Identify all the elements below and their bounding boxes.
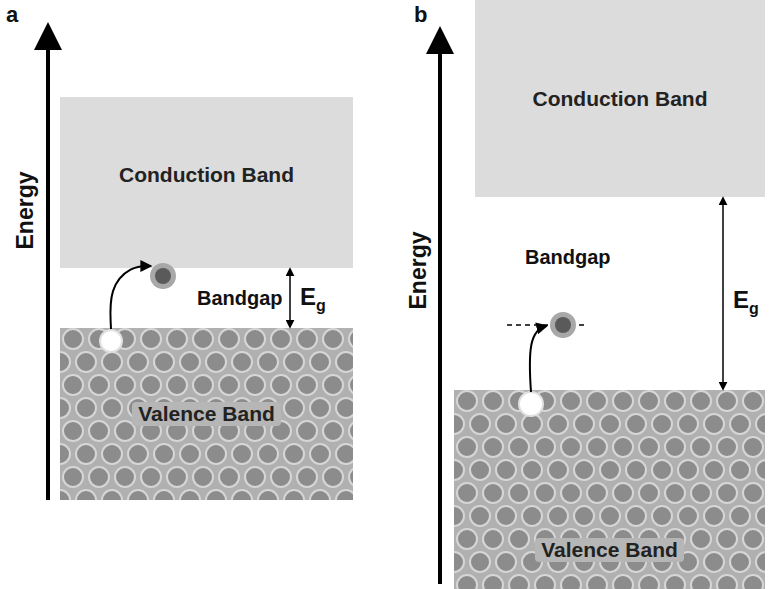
- band-label: Valence Band: [132, 402, 281, 426]
- energy-axis: [46, 36, 50, 500]
- gap-subscript: g: [749, 301, 759, 317]
- gap-symbol: E: [300, 285, 316, 309]
- band-label: Valence Band: [535, 538, 684, 562]
- gap-label: Bandgap: [525, 247, 611, 267]
- electron: [155, 268, 171, 284]
- gap-symbol: E: [733, 288, 749, 312]
- band-label: Conduction Band: [533, 87, 708, 111]
- valence-band: Valence Band: [454, 390, 765, 589]
- excitation-arrow: [110, 266, 150, 329]
- band-label: Conduction Band: [119, 163, 294, 187]
- axis-title: Energy: [15, 171, 38, 249]
- electron-halo: [550, 312, 576, 338]
- energy-axis: [438, 40, 442, 584]
- gap-label: Bandgap: [197, 288, 283, 308]
- gap-subscript: g: [316, 298, 326, 314]
- conduction-band: Conduction Band: [60, 97, 353, 268]
- defect-level: [507, 324, 588, 326]
- conduction-band: Conduction Band: [475, 0, 765, 197]
- electron: [555, 317, 571, 333]
- gap-arrow: [289, 269, 291, 327]
- panel-letter: b: [414, 4, 427, 26]
- valence-band: Valence Band: [60, 328, 353, 500]
- axis-title: Energy: [407, 231, 430, 309]
- gap-arrow: [722, 198, 724, 389]
- excitation-arrow: [530, 326, 546, 392]
- panel-letter: a: [6, 4, 18, 26]
